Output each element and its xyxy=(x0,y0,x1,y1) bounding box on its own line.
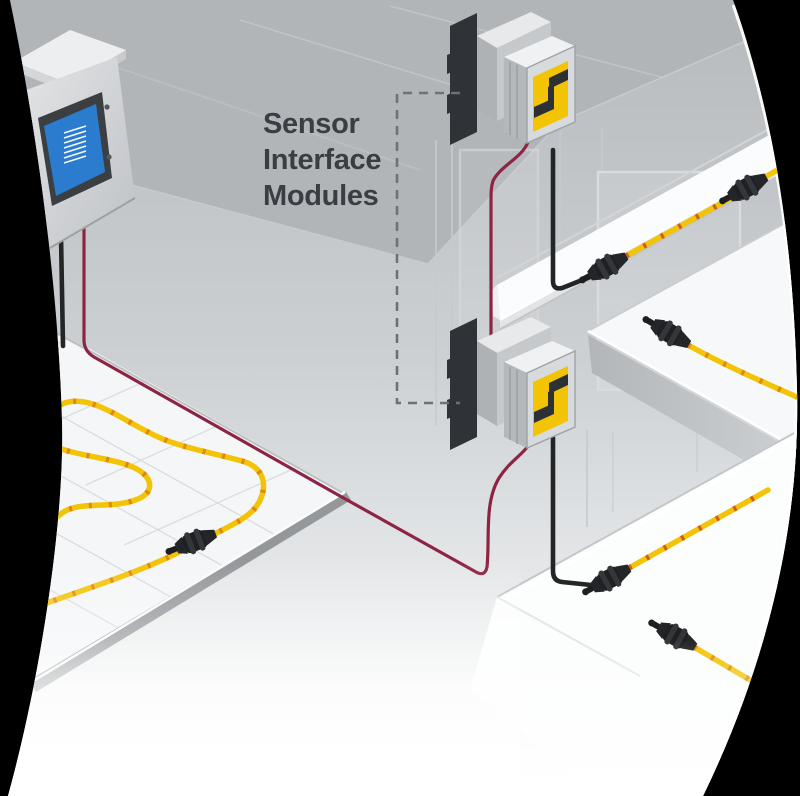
sensor-interface-modules-label: Sensor Interface Modules xyxy=(263,108,382,212)
fade-overlay xyxy=(8,640,798,796)
control-panel xyxy=(14,30,136,249)
floor-sensing-cable xyxy=(13,398,267,617)
floor-panel-middle-right xyxy=(587,214,798,492)
screw xyxy=(106,154,112,160)
callout-bracket xyxy=(395,91,460,405)
screen-text-lines xyxy=(63,125,87,164)
screw xyxy=(104,104,110,110)
shelf-b-cabling xyxy=(637,307,798,400)
panel-leader-cable xyxy=(58,233,66,349)
